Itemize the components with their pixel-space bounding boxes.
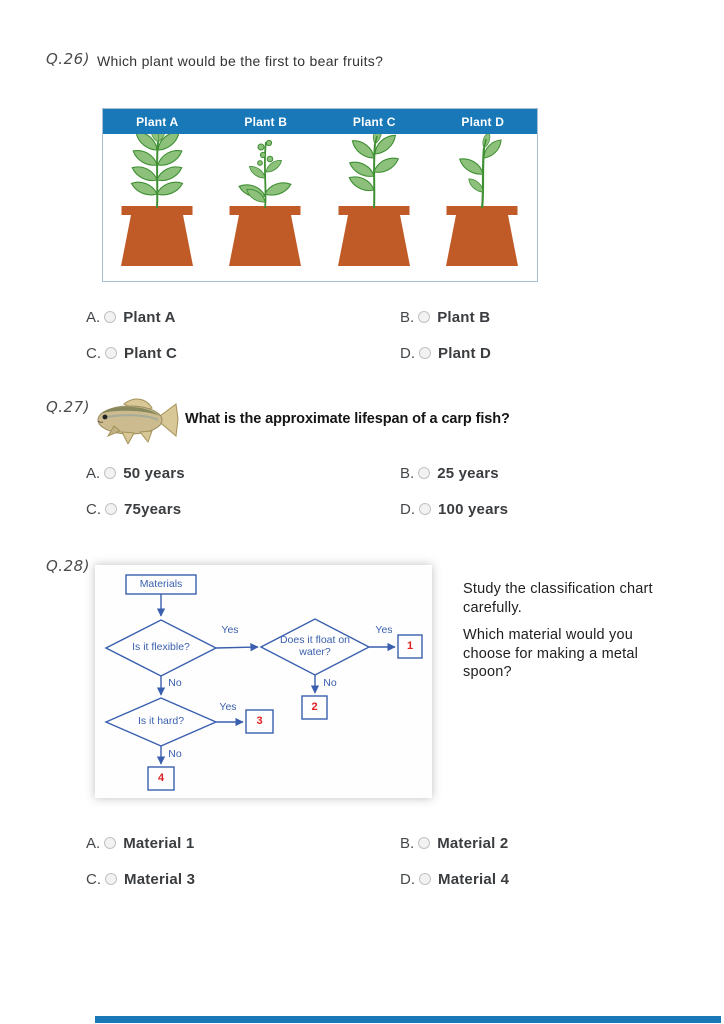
q26-option-b[interactable]: B. Plant B (400, 308, 490, 326)
radio-button-icon[interactable] (419, 873, 431, 885)
q28-option-d[interactable]: D. Material 4 (400, 870, 509, 888)
option-letter: C. (86, 500, 101, 518)
plant-table-header: Plant A Plant B Plant C Plant D (103, 109, 537, 134)
flowchart-decision-hard: Is it hard? (137, 715, 185, 727)
potted-plants-illustration (121, 124, 518, 266)
option-label: Material 3 (124, 870, 196, 888)
q28-question-text: Study the classification chart carefully… (463, 580, 675, 691)
flowchart-yes-label: Yes (375, 624, 393, 636)
radio-button-icon[interactable] (419, 503, 431, 515)
option-label: 50 years (123, 464, 185, 482)
flowchart-material-3: 3 (256, 715, 263, 727)
q28-option-a[interactable]: A. Material 1 (86, 834, 194, 852)
flowchart-decision-flexible: Is it flexible? (132, 641, 190, 653)
radio-button-icon[interactable] (418, 467, 431, 479)
plant-c-header: Plant C (352, 114, 396, 129)
plant-d-header: Plant D (461, 114, 505, 129)
plant-comparison-image: Plant A Plant B Plant C Plant D (102, 108, 538, 282)
plant-a-illustration (121, 125, 193, 266)
option-label: Material 1 (123, 834, 195, 852)
option-letter: B. (400, 464, 415, 482)
option-label: Plant C (124, 344, 178, 362)
option-letter: D. (400, 870, 415, 888)
option-letter: B. (400, 308, 415, 326)
option-letter: C. (86, 344, 101, 362)
option-label: Plant B (437, 308, 491, 326)
plant-b-header: Plant B (244, 114, 288, 129)
option-label: 75years (124, 500, 182, 518)
flowchart-material-2: 2 (311, 701, 318, 713)
q28-number: Q.28) (46, 557, 91, 575)
flowchart-no-label: No (168, 748, 182, 760)
radio-button-icon[interactable] (105, 873, 117, 885)
plant-c-illustration (338, 124, 410, 266)
option-label: Material 4 (438, 870, 510, 888)
q27-option-a[interactable]: A. 50 years (86, 464, 185, 482)
radio-button-icon[interactable] (104, 837, 117, 849)
q28-question: Which material would you choose for maki… (463, 627, 639, 681)
radio-button-icon[interactable] (105, 503, 117, 515)
option-letter: C. (86, 870, 101, 888)
flowchart-diagram (104, 574, 423, 791)
flowchart-start-node: Materials (139, 578, 183, 590)
flowchart-no-label: No (168, 677, 182, 689)
flowchart-yes-label: Yes (219, 701, 237, 713)
option-label: 25 years (437, 464, 499, 482)
option-letter: A. (86, 834, 101, 852)
q26-option-c[interactable]: C. Plant C (86, 344, 177, 362)
q26-option-a[interactable]: A. Plant A (86, 308, 176, 326)
q26-question: Which plant would be the first to bear f… (97, 53, 384, 69)
option-letter: A. (86, 308, 101, 326)
radio-button-icon[interactable] (104, 467, 117, 479)
radio-button-icon[interactable] (418, 837, 431, 849)
q27-question: What is the approximate lifespan of a ca… (185, 411, 510, 427)
flowchart-material-1: 1 (406, 640, 414, 652)
plant-a-header: Plant A (136, 114, 179, 129)
plant-b-illustration (229, 139, 301, 266)
q26-option-d[interactable]: D. Plant D (400, 344, 491, 362)
flowchart-no-label: No (323, 677, 337, 689)
q27-option-d[interactable]: D. 100 years (400, 500, 508, 518)
classification-flowchart-image: Materials Is it flexible? Does it float … (95, 565, 432, 798)
option-label: 100 years (438, 500, 509, 518)
plant-d-illustration (446, 131, 518, 266)
option-label: Plant A (123, 308, 176, 326)
option-label: Material 2 (437, 834, 509, 852)
flowchart-yes-label: Yes (221, 624, 239, 636)
radio-button-icon[interactable] (418, 311, 431, 323)
page-footer-bar (95, 1016, 721, 1023)
option-letter: D. (400, 344, 415, 362)
q28-instruction: Study the classification chart carefully… (463, 581, 653, 616)
radio-button-icon[interactable] (419, 347, 431, 359)
q28-option-b[interactable]: B. Material 2 (400, 834, 508, 852)
q27-option-c[interactable]: C. 75years (86, 500, 181, 518)
option-label: Plant D (438, 344, 492, 362)
option-letter: D. (400, 500, 415, 518)
flowchart-material-4: 4 (157, 772, 165, 784)
q27-option-b[interactable]: B. 25 years (400, 464, 499, 482)
option-letter: A. (86, 464, 101, 482)
q26-number: Q.26) (46, 50, 91, 68)
carp-fish-illustration (97, 398, 179, 444)
option-letter: B. (400, 834, 415, 852)
radio-button-icon[interactable] (104, 311, 117, 323)
q27-number: Q.27) (46, 398, 91, 416)
radio-button-icon[interactable] (105, 347, 117, 359)
flowchart-decision-float: Does it float on water? (279, 634, 351, 658)
q28-option-c[interactable]: C. Material 3 (86, 870, 195, 888)
